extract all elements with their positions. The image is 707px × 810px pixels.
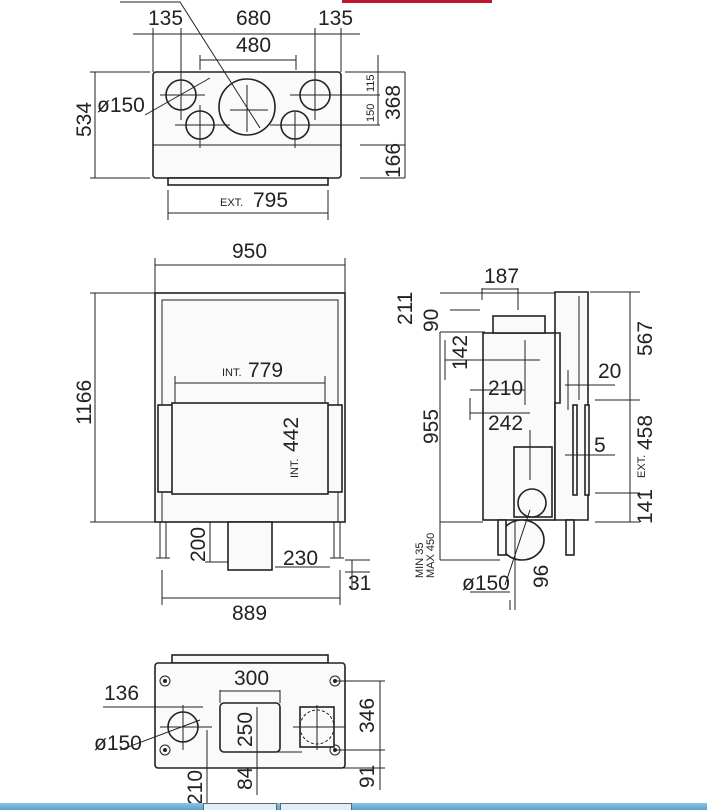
bottom-view: 136 ø150 300 250 346 91 210 84 <box>94 654 385 810</box>
dim-142: 142 <box>449 335 472 370</box>
int-label: INT. <box>222 367 242 379</box>
side-top-box <box>492 315 546 334</box>
dim-5: 5 <box>594 434 606 457</box>
dim-150: 150 <box>365 104 377 122</box>
dim-368: 368 <box>382 85 405 120</box>
dim-567: 567 <box>634 321 657 356</box>
dim-680: 680 <box>236 7 271 30</box>
dim-230: 230 <box>283 547 318 570</box>
dim-187: 187 <box>484 265 519 288</box>
glass-edge <box>572 404 578 496</box>
bottom-lip <box>171 654 329 664</box>
dim-200: 200 <box>187 527 210 562</box>
bottom-duct <box>227 521 273 571</box>
dim-flue-150: ø150 <box>462 572 510 595</box>
ext-label-side: EXT. <box>636 455 648 478</box>
dim-889: 889 <box>232 602 267 625</box>
top-lip <box>167 177 329 186</box>
screw-icon <box>159 675 171 687</box>
ext-label: EXT. <box>220 197 243 209</box>
taskbar-tab[interactable] <box>280 803 352 810</box>
dim-166: 166 <box>382 143 405 178</box>
side-front-panel <box>554 291 589 521</box>
int-label-vertical: INT. <box>289 458 301 478</box>
glass-edge <box>584 404 590 496</box>
dim-115: 115 <box>365 74 377 92</box>
dim-242: 242 <box>488 412 523 435</box>
dim-950: 950 <box>232 240 267 263</box>
dim-346: 346 <box>356 698 379 733</box>
glass-window <box>171 402 329 495</box>
dim-300: 300 <box>234 667 269 690</box>
dim-250: 250 <box>234 712 257 747</box>
front-view: 950 1166 INT. 779 INT. 442 200 230 31 88… <box>73 240 371 625</box>
taskbar <box>0 803 707 810</box>
dim-31: 31 <box>348 572 371 595</box>
dim-210: 210 <box>488 377 523 400</box>
leg <box>497 519 507 556</box>
dim-779: 779 <box>248 359 283 382</box>
dim-795: 795 <box>253 189 288 212</box>
leg <box>565 519 575 556</box>
dim-96: 96 <box>530 565 553 588</box>
dim-flue-150: ø150 <box>97 94 145 117</box>
dim-141: 141 <box>634 489 657 524</box>
dim-211: 211 <box>394 292 417 325</box>
min-label: MIN 35 <box>414 543 426 578</box>
dim-135-left: 135 <box>148 7 183 30</box>
top-view: 135 680 135 480 534 ø150 115 150 368 166… <box>73 1 406 220</box>
dim-480: 480 <box>236 34 271 57</box>
dim-1166: 1166 <box>73 380 96 425</box>
dim-91: 91 <box>356 765 379 788</box>
header-accent-bar <box>342 0 492 3</box>
air-inlet <box>517 488 547 518</box>
dim-20: 20 <box>598 360 621 383</box>
dim-90: 90 <box>420 309 443 332</box>
taskbar-tab[interactable] <box>203 803 277 810</box>
screw-icon <box>159 744 171 756</box>
dim-210: 210 <box>184 770 207 805</box>
dim-458: 458 <box>634 415 657 450</box>
side-view: 187 211 90 142 210 955 242 20 567 5 458 … <box>394 265 657 610</box>
dim-136: 136 <box>104 682 139 705</box>
dim-flue-150: ø150 <box>94 732 142 755</box>
dim-84: 84 <box>234 766 257 790</box>
dim-534: 534 <box>73 102 96 137</box>
dim-442: 442 <box>280 417 303 452</box>
dim-135-right: 135 <box>318 7 353 30</box>
dim-955: 955 <box>420 409 443 444</box>
max-label: MAX 450 <box>425 533 437 578</box>
